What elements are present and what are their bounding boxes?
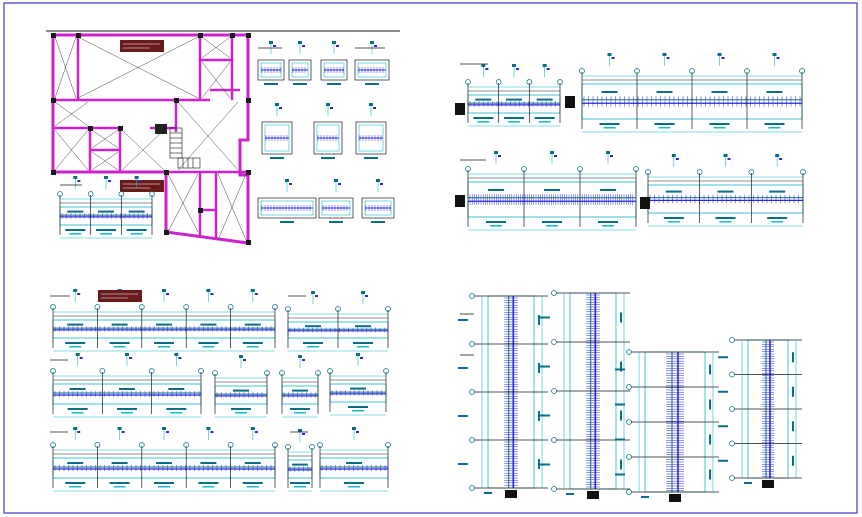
beam-section bbox=[50, 427, 278, 492]
beam-section bbox=[279, 355, 321, 418]
beam-section bbox=[57, 176, 155, 239]
column-section bbox=[257, 179, 317, 223]
detail-title-block bbox=[98, 290, 142, 302]
beam-section bbox=[579, 53, 805, 133]
column-section bbox=[261, 103, 293, 159]
vertical-column-detail bbox=[540, 290, 630, 499]
beam-section bbox=[465, 64, 563, 127]
column-section bbox=[355, 103, 387, 159]
column-section bbox=[354, 41, 390, 85]
column-details-bottom-right bbox=[458, 290, 802, 502]
beam-section bbox=[50, 353, 204, 418]
beam-section bbox=[50, 289, 278, 352]
beam-section bbox=[465, 151, 639, 231]
floor-plan bbox=[46, 30, 400, 245]
beam-details-bottom-left bbox=[50, 289, 391, 492]
support-pad bbox=[455, 103, 465, 115]
vertical-column-detail bbox=[718, 337, 802, 488]
beam-section bbox=[317, 427, 391, 492]
vertical-column-detail bbox=[615, 349, 719, 502]
support-pad bbox=[565, 96, 575, 108]
support-pad bbox=[640, 197, 650, 209]
beam-detail-top-left bbox=[57, 176, 155, 239]
vertical-column-detail bbox=[458, 293, 548, 498]
beam-section bbox=[285, 291, 391, 352]
sheet-border bbox=[3, 2, 858, 514]
column-section bbox=[257, 41, 285, 85]
beam-section bbox=[645, 154, 806, 227]
column-section bbox=[313, 103, 343, 159]
beam-section bbox=[212, 355, 270, 418]
beam-details-top-right bbox=[455, 53, 806, 231]
detail-groups bbox=[50, 41, 806, 502]
column-section bbox=[320, 41, 348, 85]
column-section bbox=[288, 41, 312, 85]
column-sections-top-left bbox=[257, 41, 395, 223]
support-pad bbox=[455, 195, 465, 207]
beam-section bbox=[327, 353, 389, 416]
column-section bbox=[318, 179, 354, 223]
column-section bbox=[361, 179, 395, 223]
beam-section bbox=[285, 429, 315, 492]
